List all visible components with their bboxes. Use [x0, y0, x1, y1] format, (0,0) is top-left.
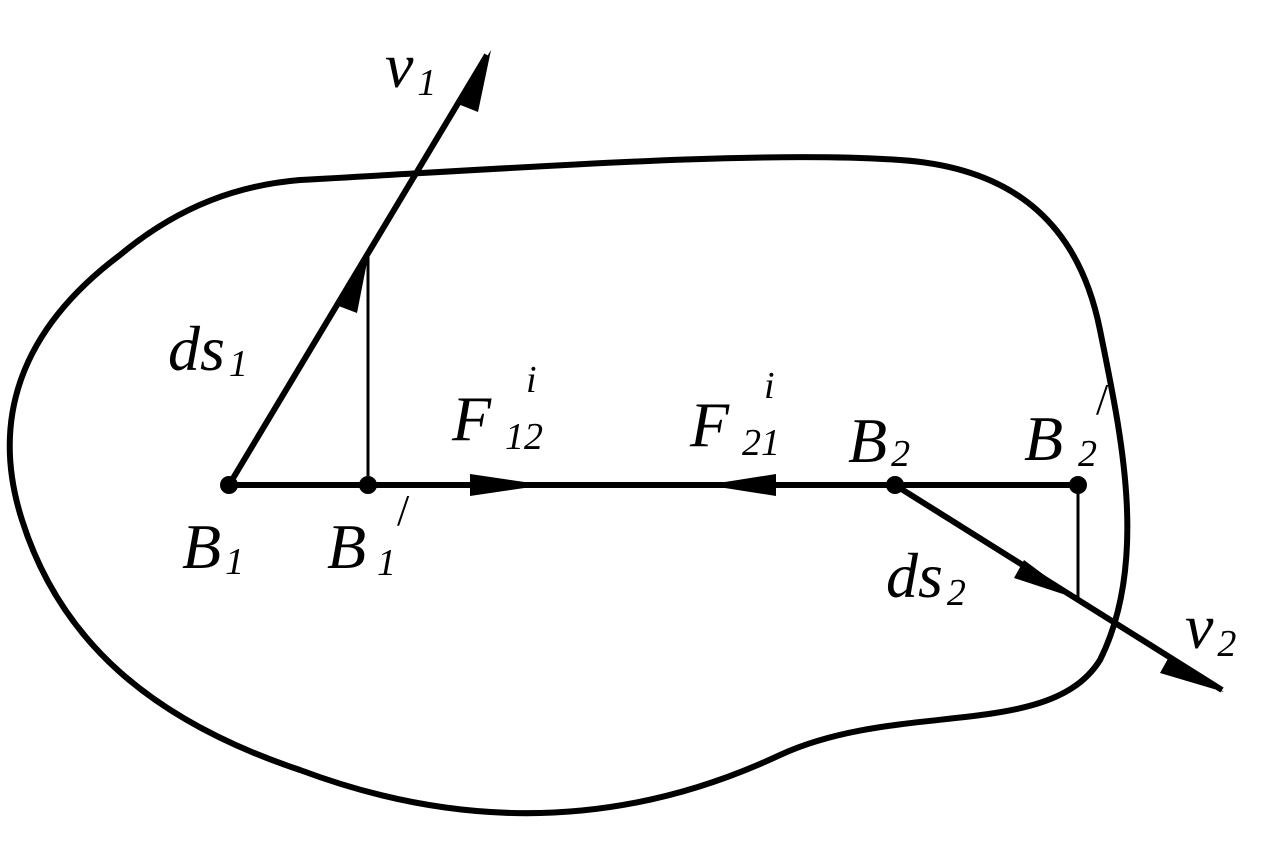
label-f12-sup: i: [526, 359, 537, 401]
label-v1-main: v: [385, 30, 414, 101]
label-b2prime-prime: /: [1096, 375, 1109, 424]
label-v2: v 2: [1185, 591, 1236, 665]
point-b2prime: [1069, 476, 1087, 494]
label-v1-sub: 1: [417, 62, 436, 104]
label-b2prime-main: B: [1024, 403, 1063, 474]
label-b1prime-main: B: [327, 511, 366, 582]
label-ds1-main: ds: [168, 313, 225, 384]
label-ds2-main: ds: [886, 540, 943, 611]
label-ds2-sub: 2: [947, 572, 966, 614]
arrowhead-v2: [1160, 655, 1224, 692]
label-b2-sub: 2: [891, 433, 910, 475]
point-b2: [886, 476, 904, 494]
point-b1: [220, 476, 238, 494]
arrowhead-ds2: [1014, 560, 1075, 598]
label-b2-main: B: [848, 405, 887, 476]
label-ds1-sub: 1: [229, 343, 248, 385]
velocity-line-v1: [226, 53, 490, 487]
label-b1prime-prime: /: [397, 486, 410, 535]
arrowhead-v1: [458, 50, 491, 112]
label-b1-main: B: [182, 511, 221, 582]
label-b2prime-sub: 2: [1078, 433, 1097, 475]
label-f21-sup: i: [764, 365, 775, 407]
label-f21-sub: 21: [742, 422, 780, 464]
arrowhead-ds1: [336, 257, 368, 313]
label-f12-sub: 12: [505, 416, 543, 458]
label-b2: B 2: [848, 405, 910, 476]
label-f21-main: F: [689, 389, 730, 460]
label-ds1: ds 1: [168, 313, 248, 385]
label-b1prime-sub: 1: [377, 542, 396, 584]
label-v2-sub: 2: [1217, 623, 1236, 665]
label-b1: B 1: [182, 511, 244, 583]
point-b1prime: [359, 476, 377, 494]
label-ds2: ds 2: [886, 540, 966, 614]
arrowhead-f12: [470, 474, 545, 496]
label-f12-main: F: [451, 383, 492, 454]
arrowhead-f21: [706, 474, 776, 496]
body-outline: [6, 154, 1131, 817]
label-b1-sub: 1: [225, 541, 244, 583]
label-v1: v 1: [385, 30, 436, 104]
label-v2-main: v: [1185, 591, 1214, 662]
